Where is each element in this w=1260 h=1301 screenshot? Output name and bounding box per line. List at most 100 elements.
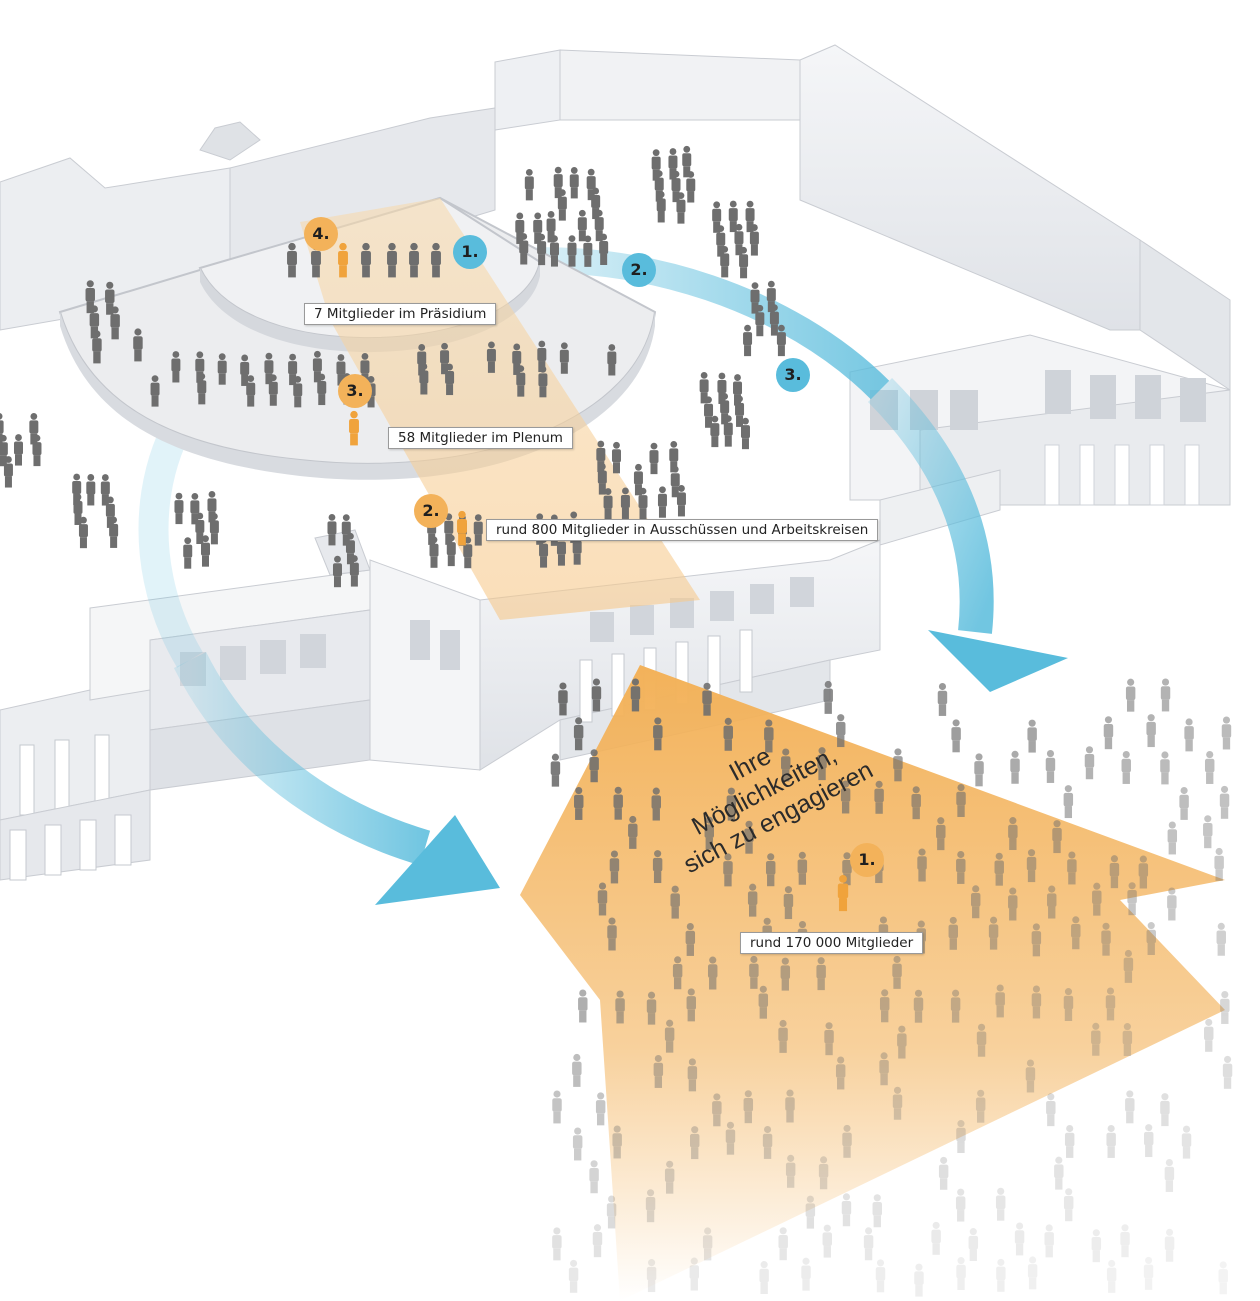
person-figure xyxy=(651,787,661,821)
person-figure xyxy=(664,1019,675,1053)
person-figure xyxy=(1101,922,1111,956)
person-figure xyxy=(1105,987,1116,1021)
person-figure xyxy=(995,984,1005,1018)
person-figure xyxy=(609,850,620,884)
person-figure xyxy=(1160,1093,1170,1127)
person-figure xyxy=(776,324,786,357)
person-figure xyxy=(603,488,613,520)
person-figure xyxy=(409,242,419,278)
person-figure xyxy=(739,246,749,279)
badge-blue-3: 3. xyxy=(776,358,810,392)
person-figure xyxy=(559,342,569,374)
person-figure xyxy=(817,747,827,781)
person-figure xyxy=(592,1224,603,1258)
person-figure xyxy=(1064,1124,1075,1158)
person-figure xyxy=(345,532,355,565)
person-figure xyxy=(1216,922,1226,956)
person-figure xyxy=(1127,882,1137,916)
person-figure xyxy=(85,280,95,314)
badge-blue-1: 1. xyxy=(453,235,487,269)
person-figure xyxy=(1146,922,1156,955)
person-figure xyxy=(676,192,686,224)
person-figure xyxy=(1044,1224,1054,1258)
person-figure xyxy=(670,465,680,498)
person-figure xyxy=(892,955,902,989)
person-figure xyxy=(92,330,102,364)
person-figure xyxy=(723,415,733,447)
person-figure xyxy=(1143,1256,1154,1290)
person-figure xyxy=(994,852,1004,886)
person-figure xyxy=(1181,1125,1192,1159)
person-figure xyxy=(726,787,737,821)
person-figure xyxy=(657,486,667,518)
person-figure xyxy=(689,1126,700,1160)
person-figure xyxy=(1063,988,1074,1021)
person-figure xyxy=(710,415,720,448)
person-figure xyxy=(200,535,210,567)
person-figure xyxy=(341,514,351,546)
person-figure xyxy=(1204,1018,1214,1052)
person-figure xyxy=(956,850,966,884)
person-figure xyxy=(818,1156,829,1190)
person-figure xyxy=(463,536,473,569)
person-figure xyxy=(100,474,110,506)
badge-orange-4: 4. xyxy=(304,217,338,251)
person-figure xyxy=(417,344,427,376)
person-figure xyxy=(174,492,184,525)
person-figure xyxy=(1052,820,1062,854)
person-figure xyxy=(785,1154,796,1188)
badge-orange-3: 3. xyxy=(338,374,372,408)
person-figure xyxy=(778,1227,788,1261)
person-figure xyxy=(781,748,791,782)
person-figure xyxy=(1092,882,1102,916)
person-figure xyxy=(656,191,666,223)
person-figure xyxy=(988,916,999,950)
person-figure xyxy=(716,225,726,257)
person-figure xyxy=(646,991,657,1025)
person-figure xyxy=(744,820,754,854)
person-figure xyxy=(653,1054,664,1088)
person-figure xyxy=(780,957,791,991)
person-figure xyxy=(568,1259,579,1293)
person-figure xyxy=(950,989,961,1023)
crowd xyxy=(0,145,1233,1297)
person-figure xyxy=(217,353,227,385)
person-figure xyxy=(723,853,733,887)
person-figure xyxy=(948,916,959,950)
highlighted-person-plenum xyxy=(349,410,359,446)
person-figure xyxy=(1219,785,1230,819)
person-figure xyxy=(332,555,342,588)
person-figure xyxy=(268,374,278,406)
person-figure xyxy=(797,851,808,885)
label-praesidium: 7 Mitglieder im Präsidium xyxy=(304,303,497,325)
person-figure xyxy=(72,473,82,506)
person-figure xyxy=(1106,1259,1117,1293)
person-figure xyxy=(1222,1055,1233,1089)
person-figure xyxy=(685,922,696,956)
person-figure xyxy=(822,1224,833,1258)
person-figure xyxy=(3,456,13,488)
person-figure xyxy=(824,1022,834,1056)
person-figure xyxy=(995,1187,1006,1221)
person-figure xyxy=(312,350,322,383)
person-figure xyxy=(686,988,696,1022)
person-figure xyxy=(594,209,604,242)
person-figure xyxy=(1121,750,1131,784)
person-figure xyxy=(1125,1090,1135,1124)
person-figure xyxy=(1091,1022,1101,1056)
person-figure xyxy=(586,168,596,201)
person-figure xyxy=(572,1127,583,1161)
person-figure xyxy=(446,534,456,567)
person-figure xyxy=(805,1195,816,1229)
person-figure xyxy=(1010,750,1020,784)
label-members: rund 170 000 Mitglieder xyxy=(740,932,924,954)
person-figure xyxy=(974,753,984,787)
person-figure xyxy=(913,989,924,1023)
person-figure xyxy=(897,1025,907,1059)
person-figure xyxy=(246,375,256,407)
person-figure xyxy=(1146,714,1156,748)
label-ausschuesse: rund 800 Mitglieder in Ausschüssen und A… xyxy=(486,519,879,541)
person-figure xyxy=(956,784,966,817)
person-figure xyxy=(702,682,712,716)
person-figure xyxy=(612,1125,622,1159)
